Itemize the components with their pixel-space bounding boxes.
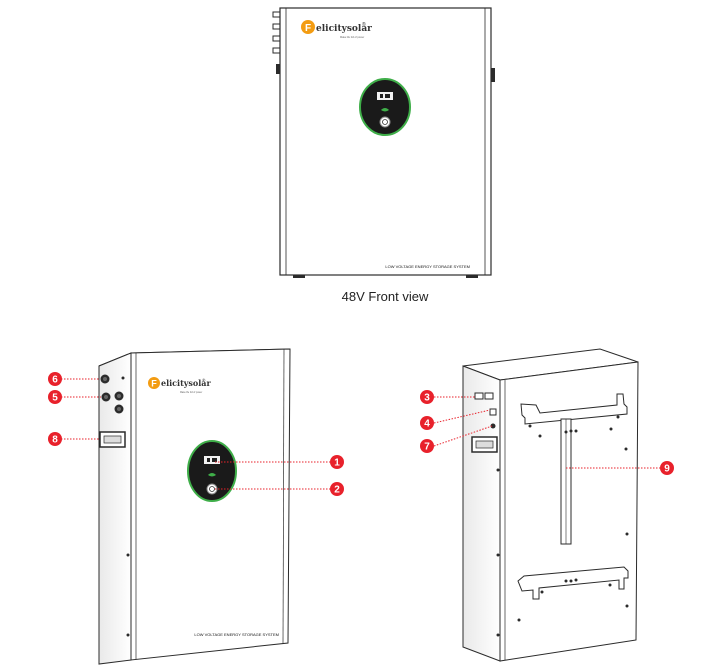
side-leaf-icon bbox=[208, 473, 216, 477]
callout-3-number: 3 bbox=[424, 393, 430, 404]
side-power-button[interactable] bbox=[206, 483, 218, 495]
callout-7-number: 7 bbox=[424, 442, 430, 453]
callout-8-number: 8 bbox=[52, 435, 58, 446]
callout-2: 2 bbox=[330, 482, 344, 496]
callout-4-number: 4 bbox=[424, 419, 430, 430]
callout-9-number: 9 bbox=[664, 464, 670, 475]
brand-logo-icon bbox=[301, 20, 315, 34]
brand-logo-letter: F bbox=[305, 23, 311, 34]
callout-6: 6 bbox=[48, 372, 62, 386]
display-panel bbox=[359, 78, 411, 136]
callout-3: 3 bbox=[420, 390, 434, 404]
callout-5-number: 5 bbox=[52, 393, 58, 404]
brand-tagline: Make life full of power bbox=[340, 36, 364, 39]
rj45-port-a bbox=[474, 392, 484, 400]
left-isometric-unit: F elicitysolar ® Make life full of power… bbox=[98, 348, 291, 665]
callout-leaders bbox=[61, 378, 660, 490]
front-view-caption: 48V Front view bbox=[342, 289, 429, 304]
side-brand-name: elicitysolar bbox=[161, 378, 211, 388]
side-display-panel bbox=[187, 440, 237, 502]
ground-point bbox=[490, 423, 496, 429]
front-right-tab bbox=[491, 68, 495, 82]
side-brand-registered-mark: ® bbox=[202, 377, 206, 383]
brand-registered-mark: ® bbox=[362, 21, 366, 28]
callout-2-number: 2 bbox=[334, 485, 340, 496]
bracket-bolts bbox=[517, 415, 629, 622]
leaf-icon bbox=[381, 108, 389, 112]
dip-switch bbox=[489, 408, 497, 416]
callout-6-number: 6 bbox=[52, 375, 58, 386]
wall-bracket bbox=[517, 393, 629, 600]
unit-front-face bbox=[130, 348, 291, 661]
front-left-terminals bbox=[272, 11, 282, 54]
callout-7: 7 bbox=[420, 439, 434, 453]
callout-5: 5 bbox=[48, 390, 62, 404]
front-view-unit: F elicitysolar ® Make life full of power… bbox=[272, 7, 495, 278]
front-foot-right bbox=[466, 275, 478, 278]
rj45-port-b bbox=[484, 392, 494, 400]
callout-1: 1 bbox=[330, 455, 344, 469]
callout-4: 4 bbox=[420, 416, 434, 430]
callout-1-number: 1 bbox=[334, 458, 340, 469]
side-brand-logo-icon bbox=[148, 377, 160, 389]
side-brand-logo-letter: F bbox=[151, 379, 157, 389]
power-button[interactable] bbox=[379, 116, 391, 128]
front-foot-left bbox=[293, 275, 305, 278]
callout-9: 9 bbox=[660, 461, 674, 475]
front-panel bbox=[279, 7, 492, 276]
side-system-label: LOW VOLTAGE ENERGY STORAGE SYSTEM bbox=[194, 632, 279, 637]
side-brand-tagline: Make life full of power bbox=[180, 391, 202, 394]
right-isometric-unit bbox=[462, 348, 639, 662]
callout-8: 8 bbox=[48, 432, 62, 446]
front-left-tab bbox=[276, 64, 281, 74]
system-label: LOW VOLTAGE ENERGY STORAGE SYSTEM bbox=[385, 264, 470, 269]
brand-name: elicitysolar bbox=[316, 24, 372, 34]
